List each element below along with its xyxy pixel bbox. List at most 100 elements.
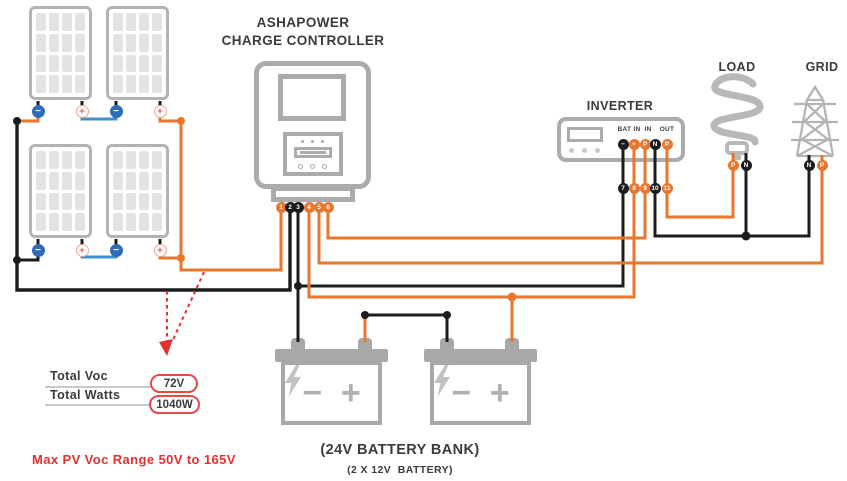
panel-cell [36, 75, 46, 93]
panel-cell [152, 54, 162, 73]
panel-cell [113, 54, 123, 73]
panel4-negative-terminal: − [109, 243, 123, 257]
battery1-negative-post [291, 338, 305, 351]
panel-cell [139, 171, 149, 190]
panel-cell [152, 151, 162, 169]
keypad-button [322, 164, 327, 169]
panel-cell [139, 13, 149, 31]
panel-cell [113, 192, 123, 211]
blue-series-links [80, 114, 118, 259]
battery1-top [275, 349, 388, 362]
panel-cell [36, 33, 46, 52]
panel-cell [62, 33, 72, 52]
total-voc-label: Total Voc [50, 369, 109, 383]
inverter-bat-in-positive-terminal: + [628, 138, 640, 150]
keypad-slot-bar [300, 151, 326, 154]
panel-cell [62, 151, 72, 169]
panel-cell [126, 213, 136, 231]
battery-series-link [365, 313, 449, 342]
panel2-negative-terminal: − [109, 104, 123, 118]
panel-cell [75, 33, 85, 52]
inverter-bat-in-negative-terminal: − [617, 138, 629, 150]
load-phase-terminal: P [727, 159, 739, 171]
controller-bat-positive-wire [307, 146, 636, 342]
panel-cell [126, 171, 136, 190]
battery2-positive-post [505, 338, 519, 351]
inverter-node-10: 10 [649, 182, 661, 194]
panel-cell [62, 213, 72, 231]
panel-cell [152, 171, 162, 190]
controller-terminal-1: 1 [275, 201, 287, 213]
total-voc-value: 72V [150, 374, 198, 393]
stat-divider [45, 386, 152, 388]
panel-cell [75, 54, 85, 73]
panel-cell [36, 13, 46, 31]
battery2-body: − + [430, 361, 531, 425]
panel1-negative-terminal: − [31, 104, 45, 118]
inverter-group-out: OUT [659, 126, 675, 133]
total-watts-value: 1040W [149, 395, 200, 414]
grid-neutral-terminal: N [803, 159, 815, 171]
panel-cell [126, 33, 136, 52]
junction-dots-black [13, 117, 751, 319]
inverter-node-7: 7 [617, 182, 629, 194]
battery-unit-label: (2 X 12V BATTERY) [347, 464, 453, 476]
controller-terminal-2: 2 [284, 201, 296, 213]
controller-terminal-6: 6 [322, 201, 334, 213]
load-neutral-terminal: N [740, 159, 752, 171]
annotation-arrow [166, 271, 205, 344]
panel-cell [75, 151, 85, 169]
panel3-positive-terminal: + [75, 243, 89, 257]
solar-panel-2 [106, 6, 169, 100]
panel-cell [36, 213, 46, 231]
panel-cell [139, 151, 149, 169]
panel-cell [36, 192, 46, 211]
grid-title: GRID [805, 60, 839, 74]
battery1-positive-post [358, 338, 372, 351]
charge-controller-display [278, 74, 346, 121]
panel-cell [49, 13, 59, 31]
panel-cell [75, 13, 85, 31]
lightning-bolt-icon [285, 365, 301, 397]
panel-cell [139, 33, 149, 52]
inverter-node-9: 9 [639, 182, 651, 194]
controller-grid-wire [317, 155, 824, 265]
max-pv-voc-note: Max PV Voc Range 50V to 165V [32, 452, 236, 467]
inverter-out-load-wire [665, 146, 735, 219]
solar-panel-4 [106, 144, 169, 238]
keypad-button [310, 164, 315, 169]
inverter-dot [569, 148, 574, 153]
grid-phase-terminal: P [816, 159, 828, 171]
inverter-dot [582, 148, 587, 153]
panel2-positive-terminal: + [153, 104, 167, 118]
panel-cell [75, 75, 85, 93]
panel-cell [139, 54, 149, 73]
pv-negative-bus [15, 121, 292, 292]
controller-inverter-in-wire [326, 146, 647, 240]
panel-cell [75, 192, 85, 211]
inverter-in-phase-terminal: P [639, 138, 651, 150]
panel-cell [152, 75, 162, 93]
panel-cell [139, 75, 149, 93]
panel-cell [49, 75, 59, 93]
controller-title-line2: CHARGE CONTROLLER [221, 33, 385, 48]
panel-cell [126, 192, 136, 211]
stat-divider [45, 404, 152, 406]
panel-cell [126, 54, 136, 73]
solar-panel-1 [29, 6, 92, 100]
panel-cell [62, 13, 72, 31]
controller-terminal-3: 3 [292, 201, 304, 213]
battery2-negative-post [440, 338, 454, 351]
load-title: LOAD [718, 60, 756, 74]
annotation-arrowhead [159, 339, 173, 356]
panel-cell [113, 33, 123, 52]
cfl-bulb-icon [710, 73, 764, 160]
panel-cell [36, 54, 46, 73]
panel-cell [62, 75, 72, 93]
keypad-dot [311, 140, 314, 143]
panel-cell [113, 171, 123, 190]
panel-cell [139, 213, 149, 231]
panel-cell [113, 151, 123, 169]
keypad-dot [301, 140, 304, 143]
